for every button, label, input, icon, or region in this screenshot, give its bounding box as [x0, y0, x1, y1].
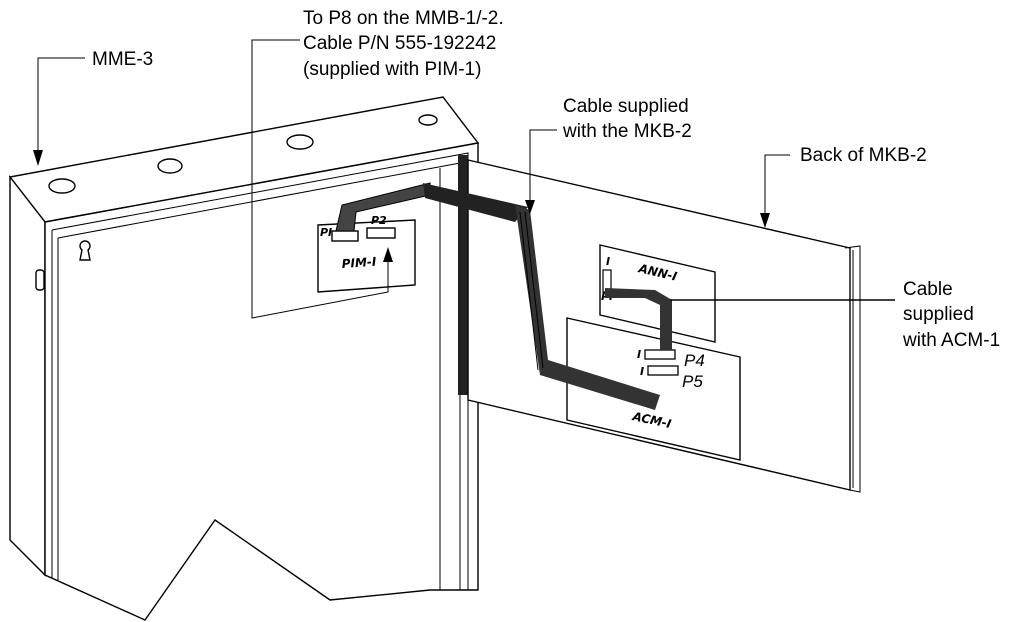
hinge-icon: [35, 269, 45, 291]
to-p8-line1: To P8 on the MMB-1/-2.: [303, 8, 504, 29]
pim1-label: PIM-I: [341, 255, 377, 271]
pim1-board: PI P2 PIM-I: [317, 182, 431, 293]
knockout-3: [286, 134, 314, 150]
acm-pin-p5-label: I: [640, 365, 644, 378]
pim-p1-label: PI: [320, 226, 332, 239]
mme3-cabinet: [8, 96, 480, 621]
ribbon-cable-acm1: [605, 288, 672, 350]
leader-lines: [33, 39, 895, 319]
cable-acm-line3: with ACM-1: [902, 330, 1000, 351]
acm-p5-connector: [647, 365, 679, 376]
door-edge: [458, 155, 468, 395]
pim-p1-connector: [331, 230, 359, 242]
pim-p2-connector: [366, 227, 396, 239]
acm-p4-label: P4: [684, 351, 705, 370]
mme3-label: MME-3: [92, 49, 153, 70]
cable-acm-line2: supplied: [903, 304, 974, 325]
pim-p2-label: P2: [371, 214, 387, 227]
ribbon-cable-mkb2: [423, 183, 660, 410]
cable-mkb-line2: with the MKB-2: [562, 121, 692, 142]
to-p8-line2: Cable P/N 555-192242: [303, 33, 496, 54]
ann-pin1-label: I: [606, 255, 610, 268]
cable-mkb-line1: Cable supplied: [563, 96, 689, 117]
keyhole-icon: [79, 240, 91, 261]
knockout-1: [48, 178, 76, 194]
acm-p4-connector: [644, 349, 676, 360]
knockout-4: [418, 114, 438, 126]
to-p8-line3: (supplied with PIM-1): [303, 59, 481, 80]
callout-labels: MME-3 To P8 on the MMB-1/-2. Cable P/N 5…: [92, 8, 1000, 351]
acm-p5-label: P5: [682, 372, 703, 391]
cable-acm-line1: Cable: [903, 279, 953, 300]
acm-pin-p4-label: I: [637, 348, 641, 361]
back-mkb2-label: Back of MKB-2: [800, 145, 927, 166]
acm1-board: [566, 317, 741, 461]
knockout-2: [157, 158, 183, 174]
